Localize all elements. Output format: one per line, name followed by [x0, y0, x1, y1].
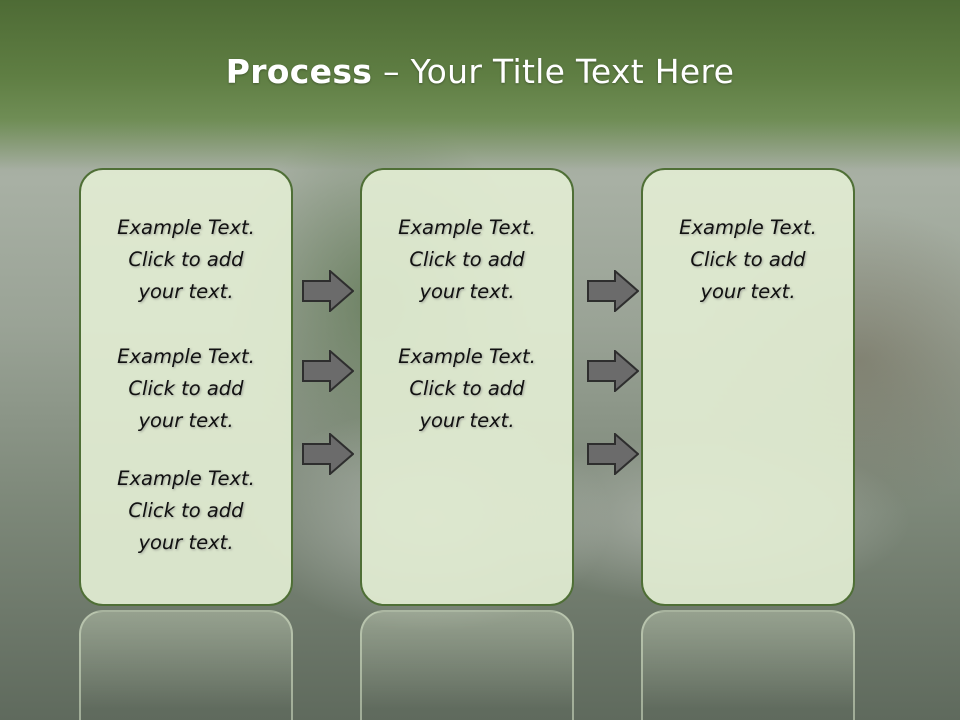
right-arrow-icon — [587, 433, 639, 475]
text-line: Click to add — [128, 499, 244, 522]
panel-1-reflection — [79, 610, 293, 720]
text-line: your text. — [138, 409, 234, 432]
text-line: Example Text. — [679, 216, 817, 239]
panel-2-reflection — [360, 610, 574, 720]
text-line: Example Text. — [398, 345, 536, 368]
text-line: your text. — [138, 531, 234, 554]
right-arrow-icon — [587, 270, 639, 312]
panel-3-text-1[interactable]: Example Text. Click to add your text. — [643, 212, 853, 308]
right-arrow-icon — [302, 350, 354, 392]
panel-1-text-1[interactable]: Example Text. Click to add your text. — [81, 212, 291, 308]
slide-title[interactable]: Process – Your Title Text Here — [0, 52, 960, 91]
text-line: Click to add — [128, 248, 244, 271]
panel-1-text-2[interactable]: Example Text. Click to add your text. — [81, 341, 291, 437]
text-line: Click to add — [690, 248, 806, 271]
text-line: Example Text. — [398, 216, 536, 239]
process-panel-3[interactable]: Example Text. Click to add your text. — [641, 168, 855, 606]
right-arrow-icon — [302, 270, 354, 312]
text-line: Click to add — [409, 377, 525, 400]
right-arrow-icon — [302, 433, 354, 475]
panel-2-text-2[interactable]: Example Text. Click to add your text. — [362, 341, 572, 437]
text-line: Click to add — [128, 377, 244, 400]
process-panel-2[interactable]: Example Text. Click to add your text. Ex… — [360, 168, 574, 606]
text-line: Click to add — [409, 248, 525, 271]
text-line: your text. — [419, 409, 515, 432]
process-panel-1[interactable]: Example Text. Click to add your text. Ex… — [79, 168, 293, 606]
text-line: Example Text. — [117, 216, 255, 239]
text-line: Example Text. — [117, 345, 255, 368]
panel-1-text-3[interactable]: Example Text. Click to add your text. — [81, 463, 291, 559]
title-bar — [0, 0, 960, 170]
panel-2-text-1[interactable]: Example Text. Click to add your text. — [362, 212, 572, 308]
panel-3-reflection — [641, 610, 855, 720]
title-rest: – Your Title Text Here — [372, 52, 735, 91]
text-line: your text. — [419, 280, 515, 303]
text-line: your text. — [138, 280, 234, 303]
right-arrow-icon — [587, 350, 639, 392]
text-line: your text. — [700, 280, 796, 303]
title-bold: Process — [225, 52, 373, 91]
text-line: Example Text. — [117, 467, 255, 490]
